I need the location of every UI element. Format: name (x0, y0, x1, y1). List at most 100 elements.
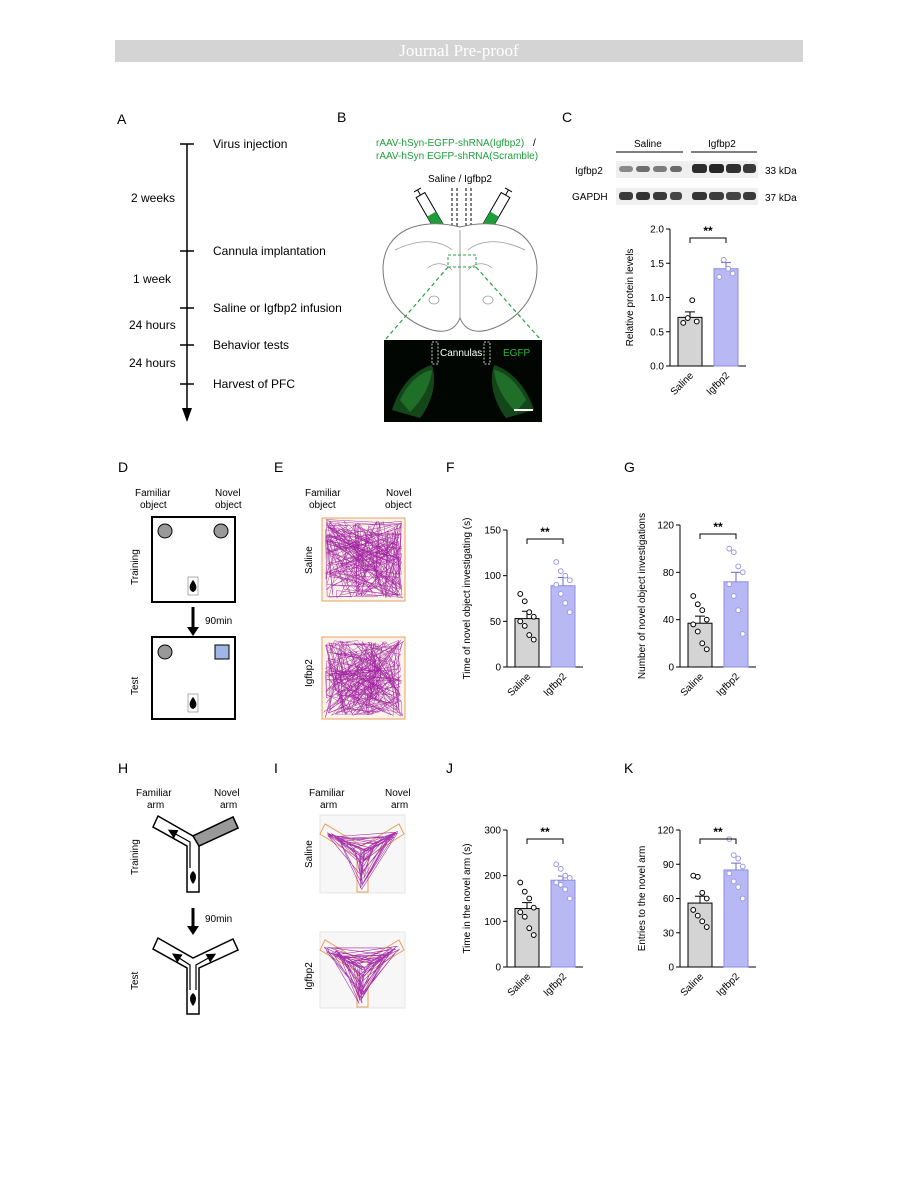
data-point (557, 591, 564, 597)
data-point (526, 895, 533, 902)
i-row-saline: Saline (304, 840, 315, 868)
data-point (739, 863, 746, 870)
y-tick-label: 40 (663, 615, 675, 626)
category-label: Saline (679, 971, 707, 999)
y-tick-label: 120 (657, 826, 674, 837)
y-tick-label: 80 (663, 568, 675, 579)
i-row-igfbp2: Igfbp2 (304, 962, 315, 990)
h-novel-arm-closed (191, 815, 239, 847)
y-tick-label: 0.0 (650, 362, 664, 373)
h-familiar-2: arm (147, 800, 164, 811)
y-tick-label: 120 (657, 521, 674, 532)
virus-label-line1: rAAV-hSyn-EGFP-shRNA(Igfbp2) (376, 138, 524, 149)
event-infusion: Saline or Igfbp2 infusion (213, 301, 342, 315)
category-label: Saline (679, 671, 707, 699)
banner-text: Journal Pre-proof (399, 41, 519, 60)
h-familiar-1: Familiar (136, 788, 172, 799)
data-point (694, 628, 701, 635)
h-novel-2: arm (220, 800, 237, 811)
data-point (693, 318, 700, 325)
data-point (526, 609, 533, 616)
y-axis-label: Time of novel object investigating (s) (462, 518, 473, 680)
data-point (680, 319, 687, 326)
data-point (517, 909, 524, 916)
bar-saline (677, 316, 703, 367)
data-point (739, 569, 746, 576)
blot-group-igfbp2: Igfbp2 (708, 139, 736, 150)
data-point (562, 872, 569, 879)
data-point (703, 616, 710, 623)
data-point (689, 297, 696, 304)
i-novel-1: Novel (385, 788, 411, 799)
d-mouse-icon-1 (189, 580, 197, 592)
i-track-igfbp2 (323, 945, 400, 1004)
blot-row-gapdh: GAPDH (572, 192, 608, 203)
y-tick-label: 60 (663, 894, 675, 905)
category-label: Igfbp2 (715, 671, 743, 699)
data-point (557, 568, 564, 574)
data-point (690, 593, 697, 599)
data-point (562, 600, 569, 606)
panel-d-schematic: Familiar object Novel object Training 90… (130, 488, 242, 720)
data-point (530, 613, 537, 620)
e-familiar-1: Familiar (305, 488, 341, 499)
y-axis-label: Number of novel object investigations (637, 513, 648, 679)
panel-letter-e: E (274, 459, 283, 475)
data-point (526, 632, 533, 638)
interval-24-hours-2: 24 hours (129, 356, 176, 370)
data-point (735, 884, 742, 890)
category-label: Igfbp2 (715, 971, 743, 999)
data-point (521, 913, 528, 920)
bar-igfbp2 (723, 869, 749, 968)
significance-bracket (699, 838, 737, 844)
y-tick-label: 200 (484, 871, 501, 882)
blot-group-saline: Saline (634, 139, 662, 150)
virus-label-line2: rAAV-hSyn EGFP-shRNA(Scramble) (376, 151, 538, 162)
i-track-box-saline (319, 814, 406, 894)
d-training-label: Training (130, 549, 141, 585)
y-axis-label: Time in the novel arm (s) (462, 843, 473, 953)
panel-letter-c: C (562, 109, 572, 125)
h-test-label: Test (130, 971, 141, 990)
d-test-object-familiar (157, 644, 173, 660)
d-training-object-right (213, 523, 229, 539)
blot-strip-gapdh (616, 188, 758, 205)
panel-letter-b: B (337, 109, 346, 125)
significance-stars: ** (703, 224, 713, 238)
movement-path (324, 519, 404, 599)
data-point (739, 895, 746, 902)
data-point (739, 630, 746, 637)
data-point (517, 591, 524, 597)
data-point (735, 855, 742, 862)
y-axis-label: Relative protein levels (625, 249, 636, 347)
data-point (729, 270, 736, 277)
panel-letter-g: G (624, 459, 635, 475)
data-point (725, 265, 732, 272)
kda-37: 37 kDa (765, 193, 797, 204)
significance-stars: ** (540, 525, 550, 539)
data-point (726, 870, 733, 877)
data-point (530, 636, 537, 643)
significance-stars: ** (713, 520, 723, 534)
data-point (566, 875, 573, 881)
blot-bands-igfbp2 (619, 164, 756, 173)
panel-i-tracks: Familiar arm Novel arm Saline Igfbp2 (304, 788, 411, 1009)
y-tick-label: 1.0 (650, 293, 664, 304)
data-point (730, 593, 737, 599)
event-cannula-implantation: Cannula implantation (213, 244, 326, 258)
data-point (521, 623, 528, 629)
panel-letter-i: I (274, 760, 278, 776)
h-novel-1: Novel (214, 788, 240, 799)
d-novel-2: object (215, 500, 242, 511)
data-point (562, 572, 569, 579)
panel-letter-k: K (624, 760, 634, 776)
data-point (726, 581, 733, 588)
category-label: Saline (506, 971, 534, 999)
d-training-object-left (157, 523, 173, 539)
e-track-igfbp2 (323, 639, 405, 718)
movement-path (326, 830, 398, 891)
e-familiar-2: object (309, 500, 336, 511)
